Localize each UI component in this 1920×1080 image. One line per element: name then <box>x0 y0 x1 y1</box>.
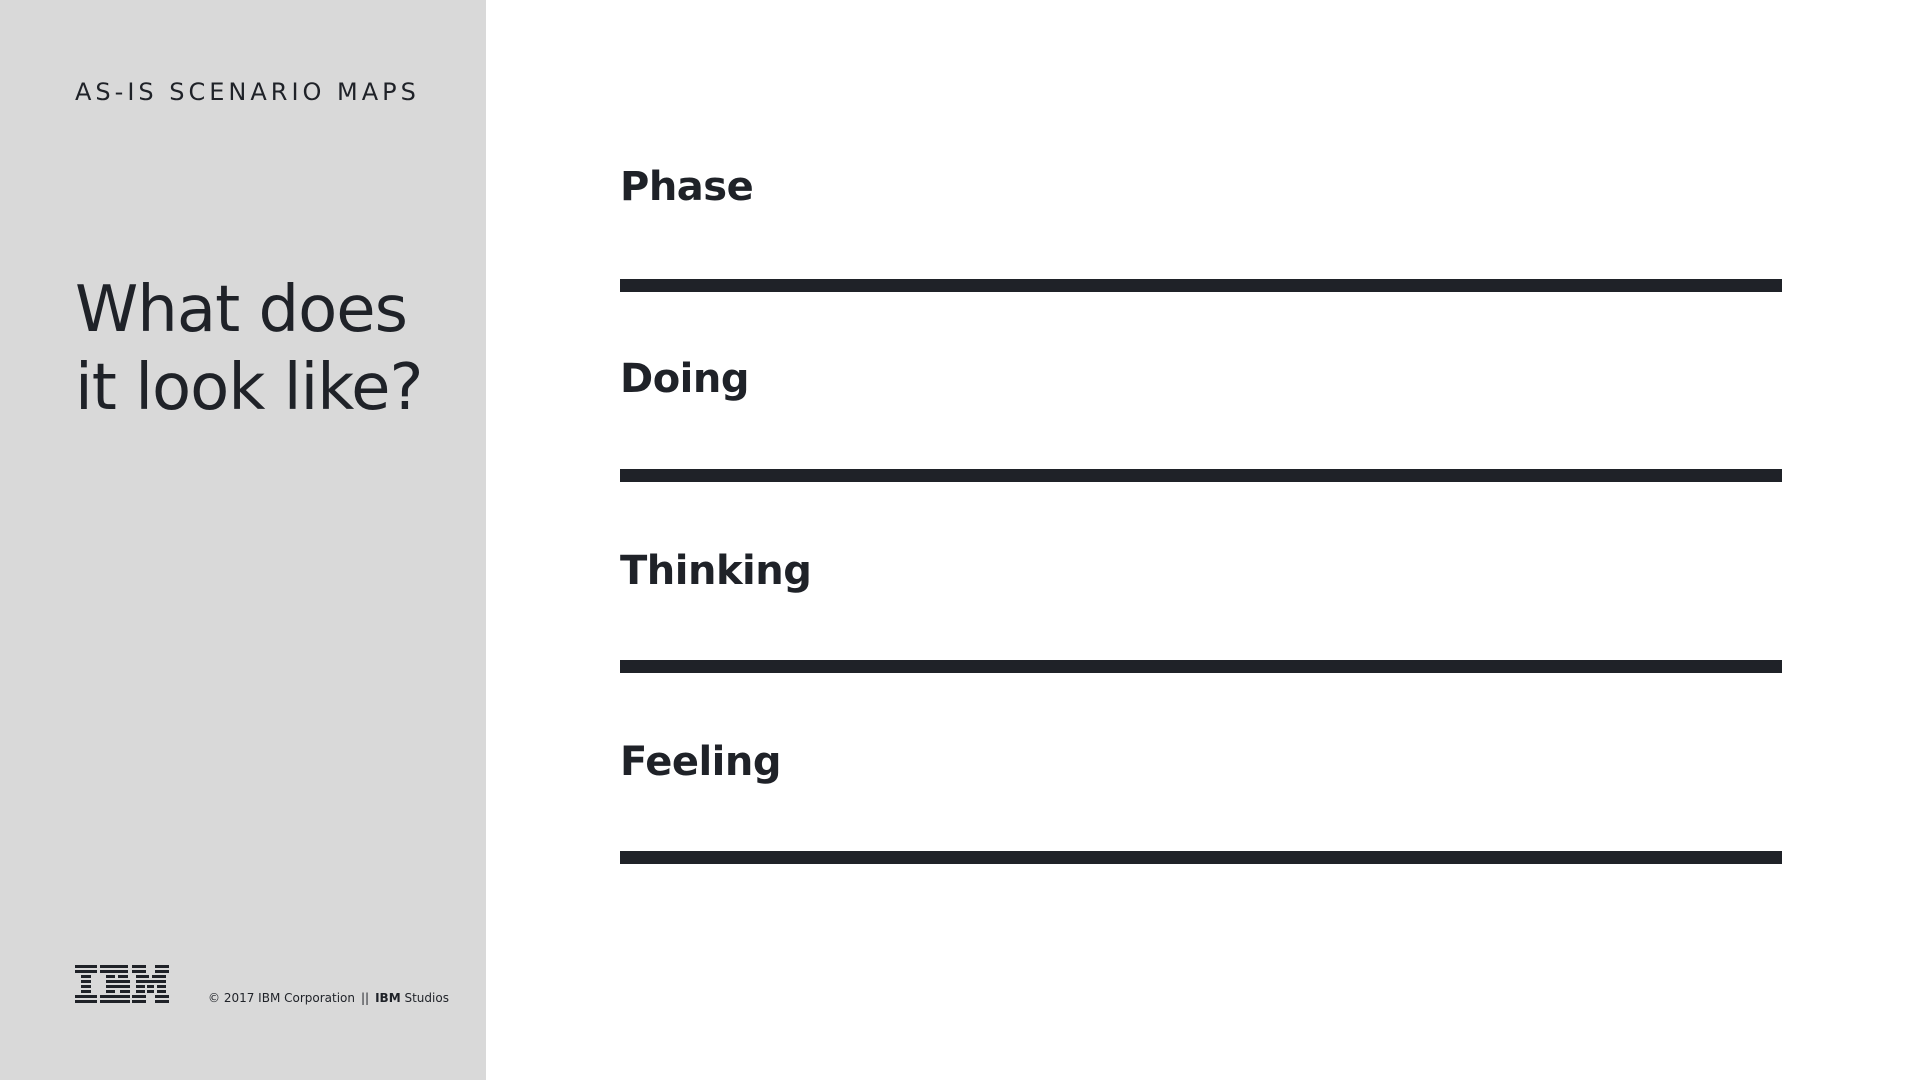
row-rule-phase <box>620 279 1782 292</box>
row-label-doing: Doing <box>620 356 750 402</box>
row-label-thinking: Thinking <box>620 548 812 594</box>
page-title: What does it look like? <box>75 271 475 427</box>
page-title-line-1: What does <box>75 272 408 347</box>
copyright-text: © 2017 IBM Corporation || IBM Studios <box>208 991 449 1005</box>
row-label-feeling: Feeling <box>620 739 782 785</box>
ibm-logo-icon <box>75 965 169 1003</box>
studio-brand: IBM <box>375 991 401 1005</box>
page-title-line-2: it look like? <box>75 350 423 425</box>
row-rule-feeling <box>620 851 1782 864</box>
studio-name: Studios <box>404 991 449 1005</box>
row-rule-doing <box>620 469 1782 482</box>
footer-logo <box>75 965 169 1003</box>
row-rule-thinking <box>620 660 1782 673</box>
copyright-notice: © 2017 IBM Corporation <box>208 991 355 1005</box>
section-eyebrow: AS-IS SCENARIO MAPS <box>75 78 420 106</box>
copyright-separator: || <box>361 991 370 1005</box>
sidebar-panel: AS-IS SCENARIO MAPS What does it look li… <box>0 0 486 1080</box>
scenario-map-rows: Phase Doing Thinking Feeling <box>620 0 1782 1080</box>
row-label-phase: Phase <box>620 164 754 210</box>
